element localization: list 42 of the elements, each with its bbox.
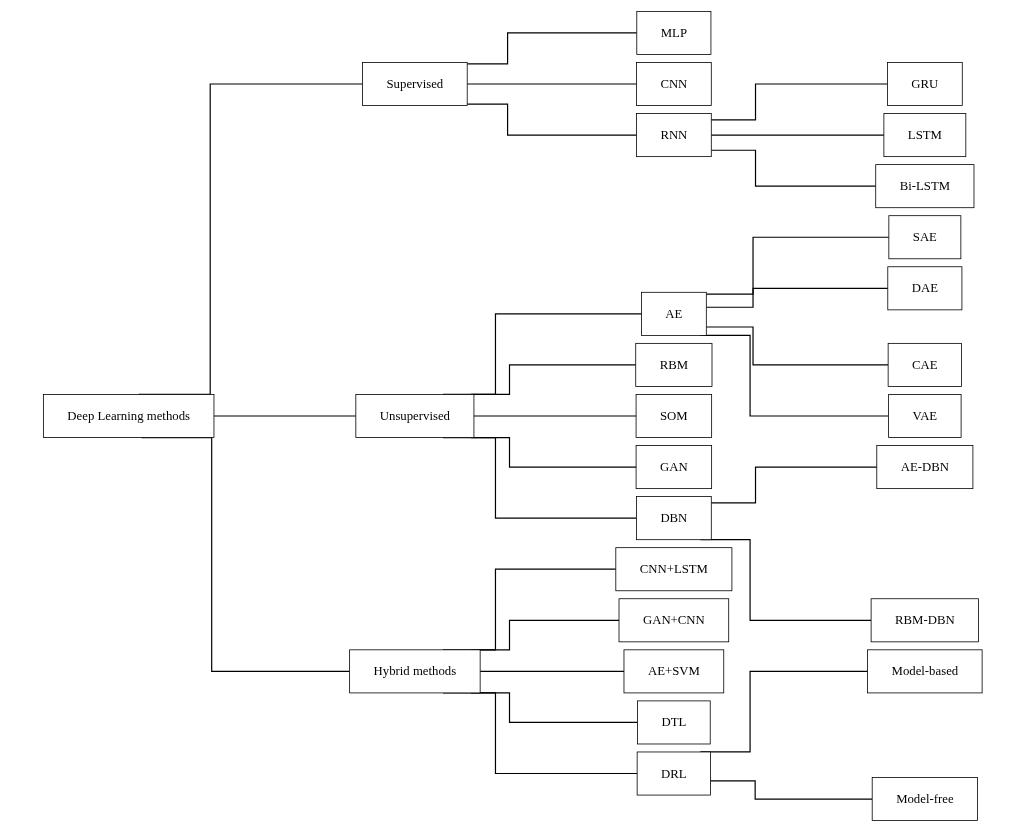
node-box: GAN [635,445,712,489]
node-box: DRL [636,751,711,796]
connector [213,415,357,417]
node-box: GRU [886,62,963,106]
connector [710,466,878,504]
node-box: RNN [635,113,712,158]
connector [473,415,637,417]
node-box: Unsupervised [355,394,475,438]
node-box: Bi-LSTM [875,164,975,209]
node-box: SAE [888,215,961,260]
node-box: Hybrid methods [348,649,481,694]
node-box: CNN [635,62,712,106]
connector [705,287,889,308]
node-box: AE [640,291,707,336]
node-box: AE-DBN [876,445,974,489]
node-box: RBM-DBN [870,598,979,643]
node-box: Model-based [866,649,983,694]
node-box: SOM [635,394,712,438]
connector [479,670,625,672]
connector [705,236,890,295]
node-box: GAN+CNN [618,598,729,643]
node-box: Deep Learning methods [42,394,215,438]
node-box: AE+SVM [623,649,724,694]
node-box: Supervised [361,62,468,106]
connector [705,326,889,366]
node-box: CNN+LSTM [615,547,733,592]
node-box: LSTM [883,113,966,158]
node-box: CAE [887,342,962,387]
node-box: VAE [887,394,962,438]
node-box: DTL [636,700,711,745]
connector [710,83,888,121]
connector [709,780,873,800]
connector [466,32,638,65]
connector [466,103,637,136]
node-box: Model-free [871,777,978,821]
node-box: DAE [887,266,963,311]
node-box: MLP [636,11,712,55]
connector [710,149,877,187]
connector [466,83,637,85]
node-box: RBM [635,342,713,387]
connector [710,134,885,136]
node-box: DBN [635,496,712,541]
